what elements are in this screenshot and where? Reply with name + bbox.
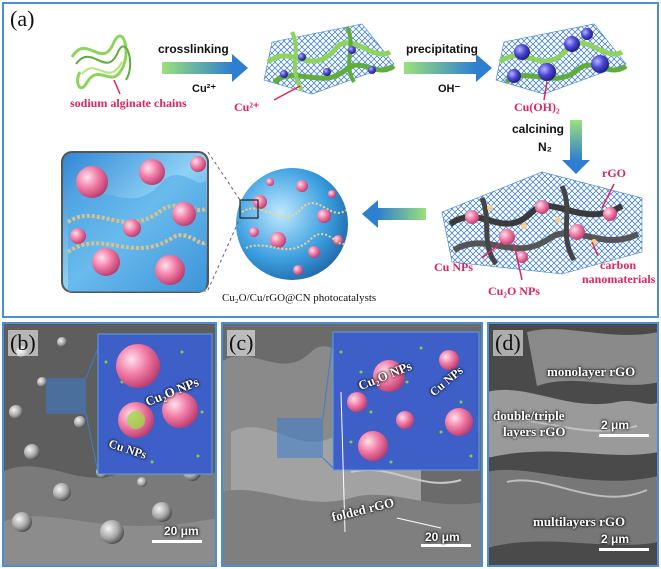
carbon-nanomaterials-illustration	[441, 171, 643, 281]
photocatalyst-sphere	[236, 168, 348, 280]
schematic-graphics	[61, 23, 643, 293]
scale-c: 20 μm	[425, 530, 460, 544]
scale-d-bottom: 2 μm	[601, 532, 630, 546]
step-precipitating: precipitating	[406, 42, 479, 56]
panel-b: (b) Cu₂O NPs Cu NPs 20 μm	[2, 322, 217, 567]
ion-cu: Cu²⁺	[192, 83, 217, 95]
panel-b-label: (b)	[8, 330, 38, 356]
arrow-crosslinking	[162, 54, 248, 82]
panel-d: (d) monolayer rGO double/triple layers r…	[487, 322, 659, 567]
label-layers-rgo: layers rGO	[503, 424, 566, 439]
label-rgo: rGO	[602, 166, 626, 180]
caption-photocatalyst: Cu₂O/Cu/rGO@CN photocatalysts	[222, 292, 377, 304]
label-cuoh2: Cu(OH)₂	[514, 100, 560, 114]
panel-c: (c) Cu₂O NPs Cu NPs folded rGO 20 μm	[221, 322, 483, 567]
panel-d-label: (d)	[493, 330, 523, 356]
label-monolayer: monolayer rGO	[547, 364, 636, 379]
arrow-calcining	[562, 120, 590, 174]
sem-image-d	[489, 324, 657, 565]
step-crosslinking: crosslinking	[158, 42, 229, 56]
label-double-triple: double/triple	[493, 408, 565, 423]
label-carbon: carbon	[600, 258, 636, 272]
label-multilayers: multilayers rGO	[533, 514, 626, 529]
scale-b: 20 μm	[164, 524, 199, 538]
gas-n2: N₂	[538, 140, 552, 154]
sem-image-c	[223, 324, 481, 565]
label-nanomaterials: nanomaterials	[582, 272, 656, 286]
ion-oh: OH⁻	[438, 83, 461, 95]
panel-c-label: (c)	[227, 330, 256, 356]
network-cu-illustration	[263, 23, 396, 101]
panel-a-label: (a)	[10, 6, 35, 31]
sem-image-b	[4, 324, 215, 565]
network-cuoh2-illustration	[495, 23, 628, 101]
scale-d-top: 2 μm	[601, 418, 630, 432]
zoom-line-bottom	[207, 217, 241, 291]
panel-a: (a)	[2, 2, 659, 318]
label-cu-ion: Cu²⁺	[234, 100, 260, 114]
zoom-line-top	[207, 151, 241, 201]
label-sodium-alginate: sodium alginate chains	[70, 96, 187, 110]
alginate-chains-illustration	[70, 34, 132, 95]
arrow-precipitating	[404, 54, 492, 82]
step-calcining: calcining	[512, 122, 565, 136]
label-cu-nps: Cu NPs	[434, 260, 474, 274]
zoom-inset	[61, 151, 209, 293]
label-cu2o-nps: Cu₂O NPs	[488, 284, 540, 298]
arrow-to-photocatalyst	[362, 200, 426, 228]
